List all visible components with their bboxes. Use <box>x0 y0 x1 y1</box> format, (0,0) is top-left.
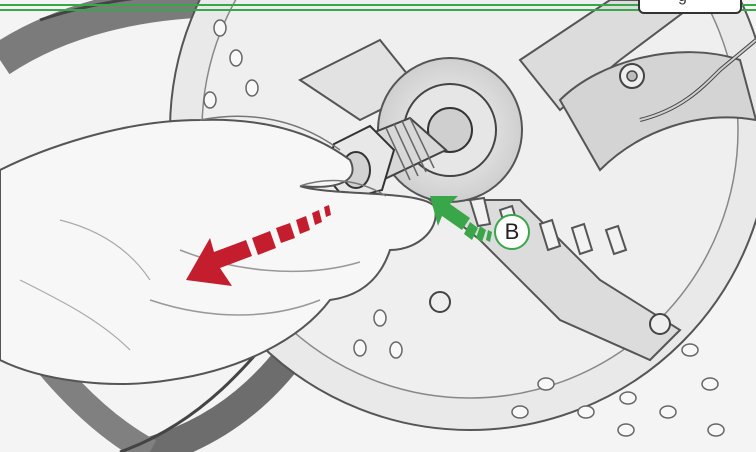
page-corner-tab: g <box>638 0 742 14</box>
callout-b: B <box>494 214 530 250</box>
callout-b-label: B <box>505 219 520 245</box>
corner-tab-text: g <box>678 0 687 6</box>
